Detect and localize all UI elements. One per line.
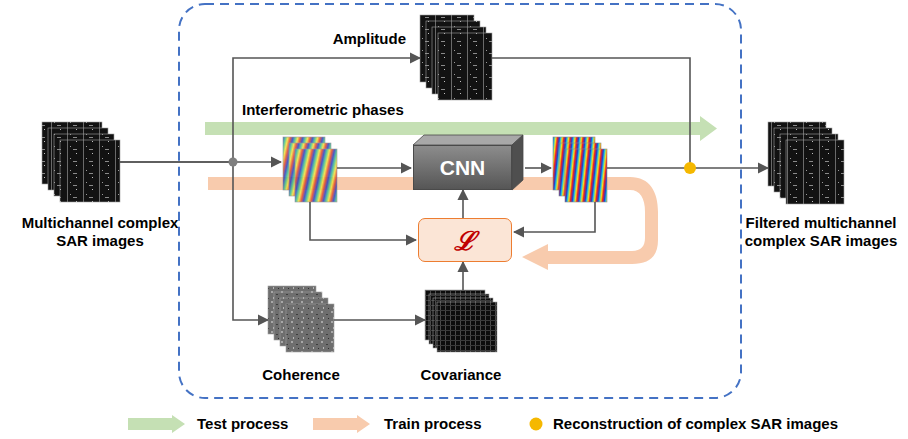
box-text: ℒ [454,222,476,258]
connector [462,262,464,290]
covariance-stack [425,290,497,352]
caption: Coherence [241,366,361,384]
coherence-stack [268,286,334,352]
band-label: Interferometric phases [242,101,404,119]
legend-text: Test process [197,415,288,433]
caption: Multichannel complex SAR images [5,214,195,250]
connector [462,190,464,218]
output-stack [768,122,844,204]
connector [120,58,420,162]
image-stack: Covariance [425,290,497,352]
junction-dot [229,158,238,167]
phase-stack-out [553,137,607,202]
input-stack [42,122,120,202]
connector [492,58,768,168]
test-band [205,116,717,141]
dashed-region [179,4,741,398]
caption: Amplitude [333,30,406,48]
phase-stack-in [283,137,337,202]
legend-sample [528,415,544,433]
caption: Covariance [401,366,521,384]
loss-box: ℒ [418,218,512,262]
legend-swatch [530,418,543,431]
image-stack: Coherence [268,286,334,352]
legend-sample [313,415,371,433]
reconstruction-dot [684,162,696,174]
amplitude-stack [420,15,492,100]
connector [334,319,425,321]
legend-sample [128,415,186,433]
legend-text: Reconstruction of complex SAR images [553,415,838,433]
legend-text: Train process [384,415,482,433]
image-stack: Amplitude [420,15,492,100]
legend-swatch [313,415,370,433]
train-band [208,177,658,270]
cnn-3d-faces [413,135,523,190]
caption: Filtered multichannel complex SAR images [739,214,903,250]
cnn-block: CNN [413,145,512,190]
legend-swatch [128,415,185,433]
image-stack: Filtered multichannel complex SAR images [768,122,844,204]
image-stack: Multichannel complex SAR images [42,122,120,202]
box-text: CNN [440,156,486,180]
